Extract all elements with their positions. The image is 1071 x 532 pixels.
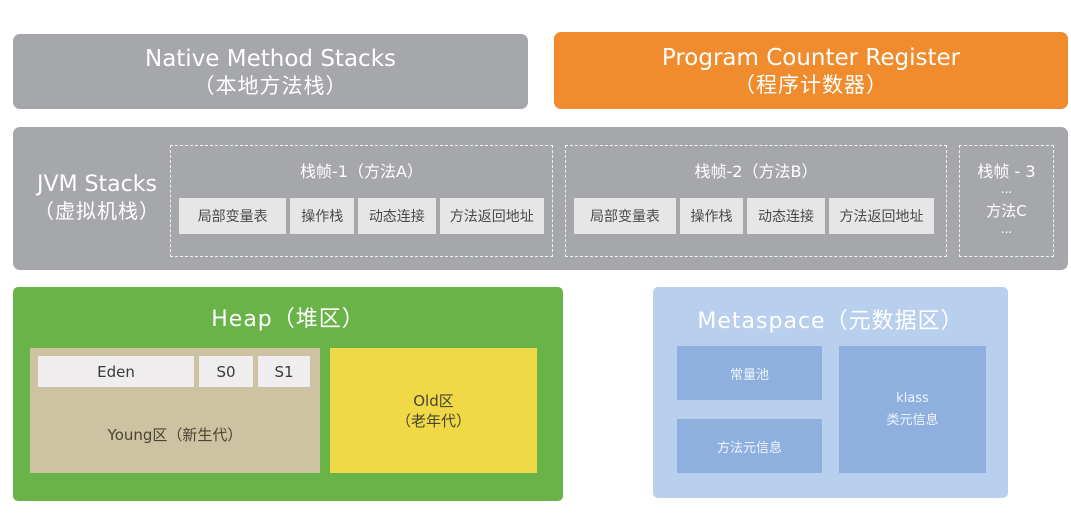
klass-label: klass bbox=[896, 390, 929, 406]
class-metadata-label: 类元信息 bbox=[886, 412, 939, 428]
young-generation-label: Young区（新生代） bbox=[107, 426, 243, 444]
native-method-stacks-title: Native Method Stacks bbox=[144, 45, 396, 72]
s0-cell: S0 bbox=[199, 356, 253, 387]
program-counter-register-subtitle: （程序计数器） bbox=[734, 72, 888, 97]
native-method-stacks-subtitle: （本地方法栈） bbox=[193, 73, 348, 98]
program-counter-register-box: Program Counter Register （程序计数器） bbox=[554, 32, 1068, 109]
jvm-stacks-subtitle: （虚拟机栈） bbox=[34, 199, 160, 223]
klass-cell: klass 类元信息 bbox=[839, 346, 986, 473]
stack-frame-title: 栈帧-1（方法A） bbox=[300, 162, 423, 181]
constant-pool-cell: 常量池 bbox=[677, 346, 822, 400]
metaspace-title: Metaspace（元数据区） bbox=[697, 309, 964, 334]
stack-frame-2: 栈帧-2（方法B） 局部变量表 操作栈 动态连接 方法返回地址 bbox=[565, 145, 947, 257]
old-generation-title: Old区 bbox=[413, 391, 454, 410]
dynamic-linking: 动态连接 bbox=[747, 198, 825, 234]
ellipsis-bottom: ... bbox=[1000, 222, 1013, 236]
young-generation-box: Eden S0 S1 Young区（新生代） bbox=[30, 348, 320, 473]
metaspace-box: Metaspace（元数据区） 常量池 方法元信息 klass 类元信息 bbox=[653, 287, 1008, 498]
stack-frame-1: 栈帧-1（方法A） 局部变量表 操作栈 动态连接 方法返回地址 bbox=[170, 145, 553, 257]
jvm-stacks-title: JVM Stacks bbox=[37, 172, 157, 197]
eden-cell: Eden bbox=[38, 356, 194, 387]
operand-stack: 操作栈 bbox=[290, 198, 355, 234]
return-address: 方法返回地址 bbox=[829, 198, 934, 234]
stack-frame-3-method: 方法C bbox=[986, 202, 1027, 220]
ellipsis-top: ... bbox=[1000, 182, 1013, 196]
jvm-stacks-box: JVM Stacks （虚拟机栈） 栈帧-1（方法A） 局部变量表 操作栈 动态… bbox=[13, 127, 1068, 270]
heap-box: Heap（堆区） Eden S0 S1 Young区（新生代） Old区 （老年… bbox=[13, 287, 563, 501]
stack-frame-title: 栈帧-2（方法B） bbox=[694, 162, 818, 181]
old-generation-subtitle: （老年代） bbox=[395, 411, 471, 430]
stack-frame-3-title: 栈帧 - 3 bbox=[977, 162, 1036, 181]
return-address: 方法返回地址 bbox=[439, 198, 544, 234]
local-variable-table: 局部变量表 bbox=[574, 198, 676, 234]
s1-cell: S1 bbox=[258, 356, 310, 387]
native-method-stacks-box: Native Method Stacks （本地方法栈） bbox=[13, 34, 528, 109]
stack-frame-3: 栈帧 - 3 ... 方法C ... bbox=[959, 145, 1054, 257]
dynamic-linking: 动态连接 bbox=[358, 198, 436, 234]
heap-title: Heap（堆区） bbox=[211, 307, 365, 332]
operand-stack: 操作栈 bbox=[680, 198, 743, 234]
program-counter-register-title: Program Counter Register bbox=[661, 44, 961, 71]
old-generation-box: Old区 （老年代） bbox=[330, 348, 537, 473]
jvm-stacks-label: JVM Stacks （虚拟机栈） bbox=[19, 171, 175, 224]
local-variable-table: 局部变量表 bbox=[179, 198, 287, 234]
method-metadata-cell: 方法元信息 bbox=[677, 419, 822, 473]
